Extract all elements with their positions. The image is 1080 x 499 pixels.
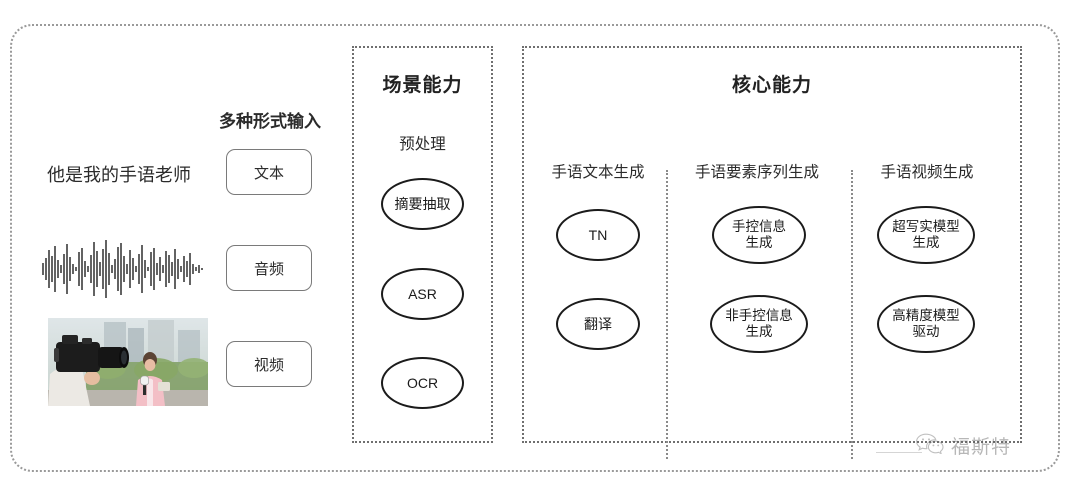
- core-capability-title: 核心能力: [731, 75, 812, 96]
- line-2: 生成: [745, 235, 773, 250]
- core-column-divider-1: [666, 170, 668, 459]
- node-high-precision-model-drive-label: 高精度模型 驱动: [892, 308, 960, 340]
- video-thumbnail-image: [48, 318, 208, 406]
- watermark: 福斯特: [915, 432, 1011, 459]
- scene-capability-panel: 场景能力 预处理: [352, 46, 493, 443]
- core-column-divider-2: [851, 170, 853, 459]
- modality-pill-video[interactable]: 视频: [226, 341, 312, 387]
- modality-pill-video-label: 视频: [253, 356, 284, 374]
- audio-waveform-icon: [38, 238, 210, 300]
- sample-text-input: 他是我的手语老师: [47, 165, 191, 185]
- modality-pill-audio[interactable]: 音频: [226, 245, 312, 291]
- node-hyperreal-model-generation[interactable]: 超写实模型 生成: [877, 206, 975, 264]
- modality-pill-text-label: 文本: [253, 164, 284, 182]
- outer-frame: [10, 24, 1060, 472]
- node-abstract-extraction[interactable]: 摘要抽取: [381, 178, 464, 230]
- core-capability-panel: 核心能力: [522, 46, 1022, 459]
- line-1: 超写实模型: [892, 219, 960, 235]
- modality-pill-text[interactable]: 文本: [226, 149, 312, 195]
- scene-capability-title: 场景能力: [382, 75, 463, 96]
- node-translation[interactable]: 翻译: [556, 298, 640, 350]
- node-ocr[interactable]: OCR: [381, 357, 464, 409]
- modality-pill-audio-label: 音频: [253, 260, 284, 278]
- node-non-manual-info-generation-label: 非手控信息 生成: [725, 308, 793, 340]
- node-manual-info-generation[interactable]: 手控信息 生成: [712, 206, 806, 264]
- core-column-label-sign-text: 手语文本生成: [551, 164, 645, 181]
- core-column-label-sign-video: 手语视频生成: [880, 164, 974, 181]
- node-abstract-extraction-label: 摘要抽取: [394, 195, 451, 212]
- scene-group-label: 预处理: [399, 136, 446, 153]
- node-non-manual-info-generation[interactable]: 非手控信息 生成: [710, 295, 808, 353]
- node-hyperreal-model-generation-label: 超写实模型 生成: [892, 219, 960, 251]
- line-1: 高精度模型: [892, 308, 960, 324]
- node-ocr-label: OCR: [406, 374, 439, 391]
- line-1: 非手控信息: [725, 308, 793, 324]
- node-tn[interactable]: TN: [556, 209, 640, 261]
- node-tn-label: TN: [588, 226, 608, 243]
- node-high-precision-model-drive[interactable]: 高精度模型 驱动: [877, 295, 975, 353]
- line-2: 生成: [912, 235, 940, 250]
- node-asr[interactable]: ASR: [381, 268, 464, 320]
- node-manual-info-generation-label: 手控信息 生成: [732, 219, 786, 251]
- line-2: 驱动: [912, 324, 940, 339]
- core-column-label-sign-element-sequence: 手语要素序列生成: [694, 164, 819, 181]
- line-2: 生成: [745, 324, 773, 339]
- watermark-text: 福斯特: [951, 437, 1012, 458]
- line-1: 手控信息: [732, 219, 786, 235]
- wechat-icon: [915, 432, 945, 459]
- input-section-caption: 多种形式输入: [219, 112, 321, 131]
- watermark-rule: [876, 452, 922, 453]
- node-asr-label: ASR: [408, 285, 437, 302]
- node-translation-label: 翻译: [584, 315, 612, 332]
